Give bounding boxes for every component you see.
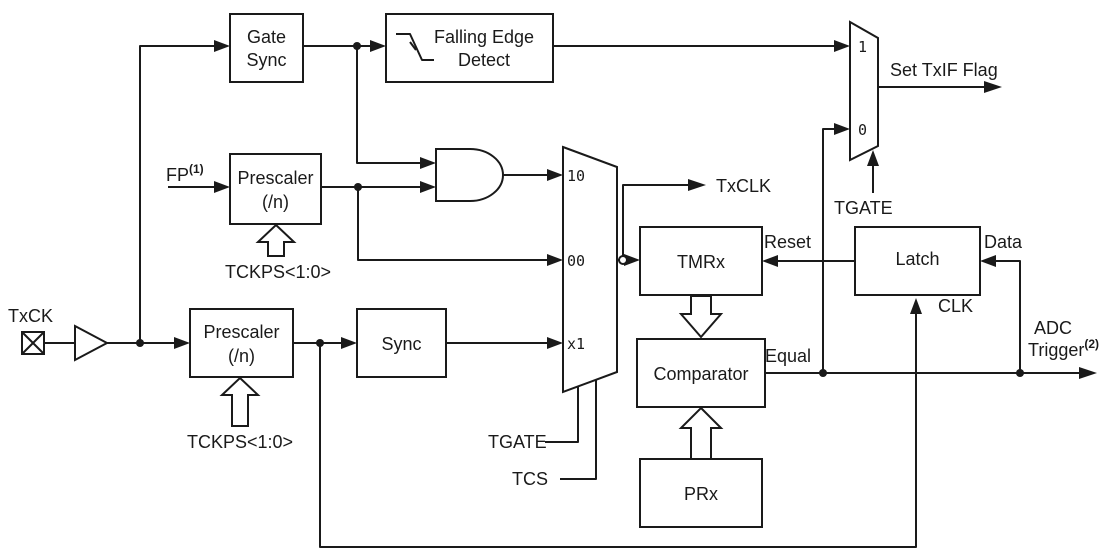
tckps-bottom-hollow-arrow-icon bbox=[219, 376, 261, 427]
arrow-into-tmrx-reset bbox=[762, 255, 778, 267]
prescaler-top-label-1: Prescaler bbox=[237, 168, 313, 188]
adc-label-2-text: Trigger bbox=[1028, 340, 1084, 360]
junction-equal-node bbox=[819, 369, 827, 377]
arrow-into-falling-edge bbox=[370, 40, 386, 52]
arrow-into-gate-sync bbox=[214, 40, 230, 52]
sync-block bbox=[356, 308, 447, 378]
wire-equal-to-flag-mux-0 bbox=[822, 128, 838, 373]
tgate-right-label: TGATE bbox=[834, 198, 893, 218]
arrow-into-mux-00 bbox=[547, 254, 563, 266]
arrow-into-prescaler-bottom bbox=[174, 337, 190, 349]
tckps-top-hollow-arrow-icon bbox=[255, 223, 297, 257]
prx-block bbox=[639, 458, 763, 528]
clock-mux-input-x1: x1 bbox=[567, 335, 585, 353]
arrow-into-latch-clk bbox=[910, 298, 922, 314]
fp-note: (1) bbox=[189, 162, 204, 176]
arrow-into-mux-10 bbox=[547, 169, 563, 181]
adc-label-2: Trigger(2) bbox=[1028, 337, 1099, 360]
tgate-mux-label: TGATE bbox=[488, 432, 547, 452]
arrow-into-flag-mux-1 bbox=[834, 40, 850, 52]
clock-mux bbox=[562, 145, 618, 394]
junction-prescaler-top-node bbox=[354, 183, 362, 191]
adc-label-1: ADC bbox=[1034, 318, 1072, 338]
flag-mux-input-0: 0 bbox=[858, 121, 867, 139]
arrow-into-flag-mux-0 bbox=[834, 123, 850, 135]
prescaler-bottom-label-2: (/n) bbox=[228, 346, 255, 366]
reset-label: Reset bbox=[764, 232, 811, 252]
arrow-into-prescaler-top bbox=[214, 181, 230, 193]
prescaler-top-label-2: (/n) bbox=[262, 192, 289, 212]
tckps-bottom-label: TCKPS<1:0> bbox=[187, 432, 293, 452]
wire-gate-sync-to-and bbox=[356, 46, 424, 164]
arrow-into-and-a bbox=[420, 157, 436, 169]
arrow-into-tmrx bbox=[624, 254, 640, 266]
junction-prescaler-bottom-node bbox=[316, 339, 324, 347]
flag-mux bbox=[849, 20, 879, 162]
wire-node-to-gate-sync bbox=[139, 45, 218, 343]
wire-tgate-to-clock-mux bbox=[545, 378, 579, 443]
wire-mux-to-txclk bbox=[622, 184, 696, 260]
prescaler-top-block bbox=[229, 153, 322, 225]
prx-to-comparator-hollow-arrow-icon bbox=[678, 406, 724, 460]
data-label: Data bbox=[984, 232, 1023, 252]
falling-edge-icon bbox=[396, 33, 434, 61]
comparator-label: Comparator bbox=[653, 364, 748, 384]
arrow-into-mux-x1 bbox=[547, 337, 563, 349]
equal-label: Equal bbox=[765, 346, 811, 366]
clk-label: CLK bbox=[938, 296, 973, 316]
arrow-into-and-b bbox=[420, 181, 436, 193]
wire-data-to-latch bbox=[992, 260, 1021, 373]
tckps-top-label: TCKPS<1:0> bbox=[225, 262, 331, 282]
junction-gate-sync-node bbox=[353, 42, 361, 50]
prescaler-bottom-label-1: Prescaler bbox=[203, 322, 279, 342]
falling-edge-block bbox=[385, 13, 554, 83]
txck-pin-cross bbox=[21, 331, 45, 355]
wire-loop-to-latch-clk bbox=[319, 312, 917, 548]
tcs-label: TCS bbox=[512, 469, 548, 489]
fp-label: FP(1) bbox=[166, 162, 204, 185]
clock-mux-input-00: 00 bbox=[567, 252, 585, 270]
prescaler-bottom-block bbox=[189, 308, 294, 378]
adc-note: (2) bbox=[1084, 337, 1099, 351]
gate-sync-label-1: Gate bbox=[247, 27, 286, 47]
gate-sync-block bbox=[229, 13, 304, 83]
wire-prescaler-to-mux-00 bbox=[357, 187, 551, 261]
arrow-tgate-flag-mux bbox=[867, 150, 879, 166]
arrow-into-sync bbox=[341, 337, 357, 349]
arrow-into-latch-data bbox=[980, 255, 996, 267]
arrow-set-flag bbox=[984, 81, 1002, 93]
gate-sync-label-2: Sync bbox=[246, 50, 286, 70]
comparator-block bbox=[636, 338, 766, 408]
tmrx-label: TMRx bbox=[677, 252, 725, 272]
tmrx-block bbox=[639, 226, 763, 296]
prx-label: PRx bbox=[684, 484, 718, 504]
arrow-adc-trigger bbox=[1079, 367, 1097, 379]
falling-edge-label-1: Falling Edge bbox=[434, 27, 534, 47]
txck-label: TxCK bbox=[8, 306, 53, 326]
flag-mux-input-1: 1 bbox=[858, 38, 867, 56]
junction-mux-output bbox=[618, 255, 628, 265]
txclk-label: TxCLK bbox=[716, 176, 771, 196]
junction-input-node bbox=[136, 339, 144, 347]
arrow-txclk bbox=[688, 179, 706, 191]
falling-edge-label-2: Detect bbox=[458, 50, 510, 70]
set-flag-label: Set TxIF Flag bbox=[890, 60, 998, 80]
fp-label-text: FP bbox=[166, 165, 189, 185]
input-buffer-icon bbox=[74, 324, 110, 362]
latch-block bbox=[854, 226, 981, 296]
junction-adc-node bbox=[1016, 369, 1024, 377]
latch-label: Latch bbox=[895, 249, 939, 269]
and-gate-icon bbox=[435, 148, 504, 202]
falling-edge-arrow-icon bbox=[409, 41, 417, 51]
wire-tcs-to-clock-mux bbox=[560, 369, 597, 480]
sync-label: Sync bbox=[381, 334, 421, 354]
clock-mux-input-10: 10 bbox=[567, 167, 585, 185]
tmrx-to-comparator-hollow-arrow-icon bbox=[678, 295, 724, 339]
